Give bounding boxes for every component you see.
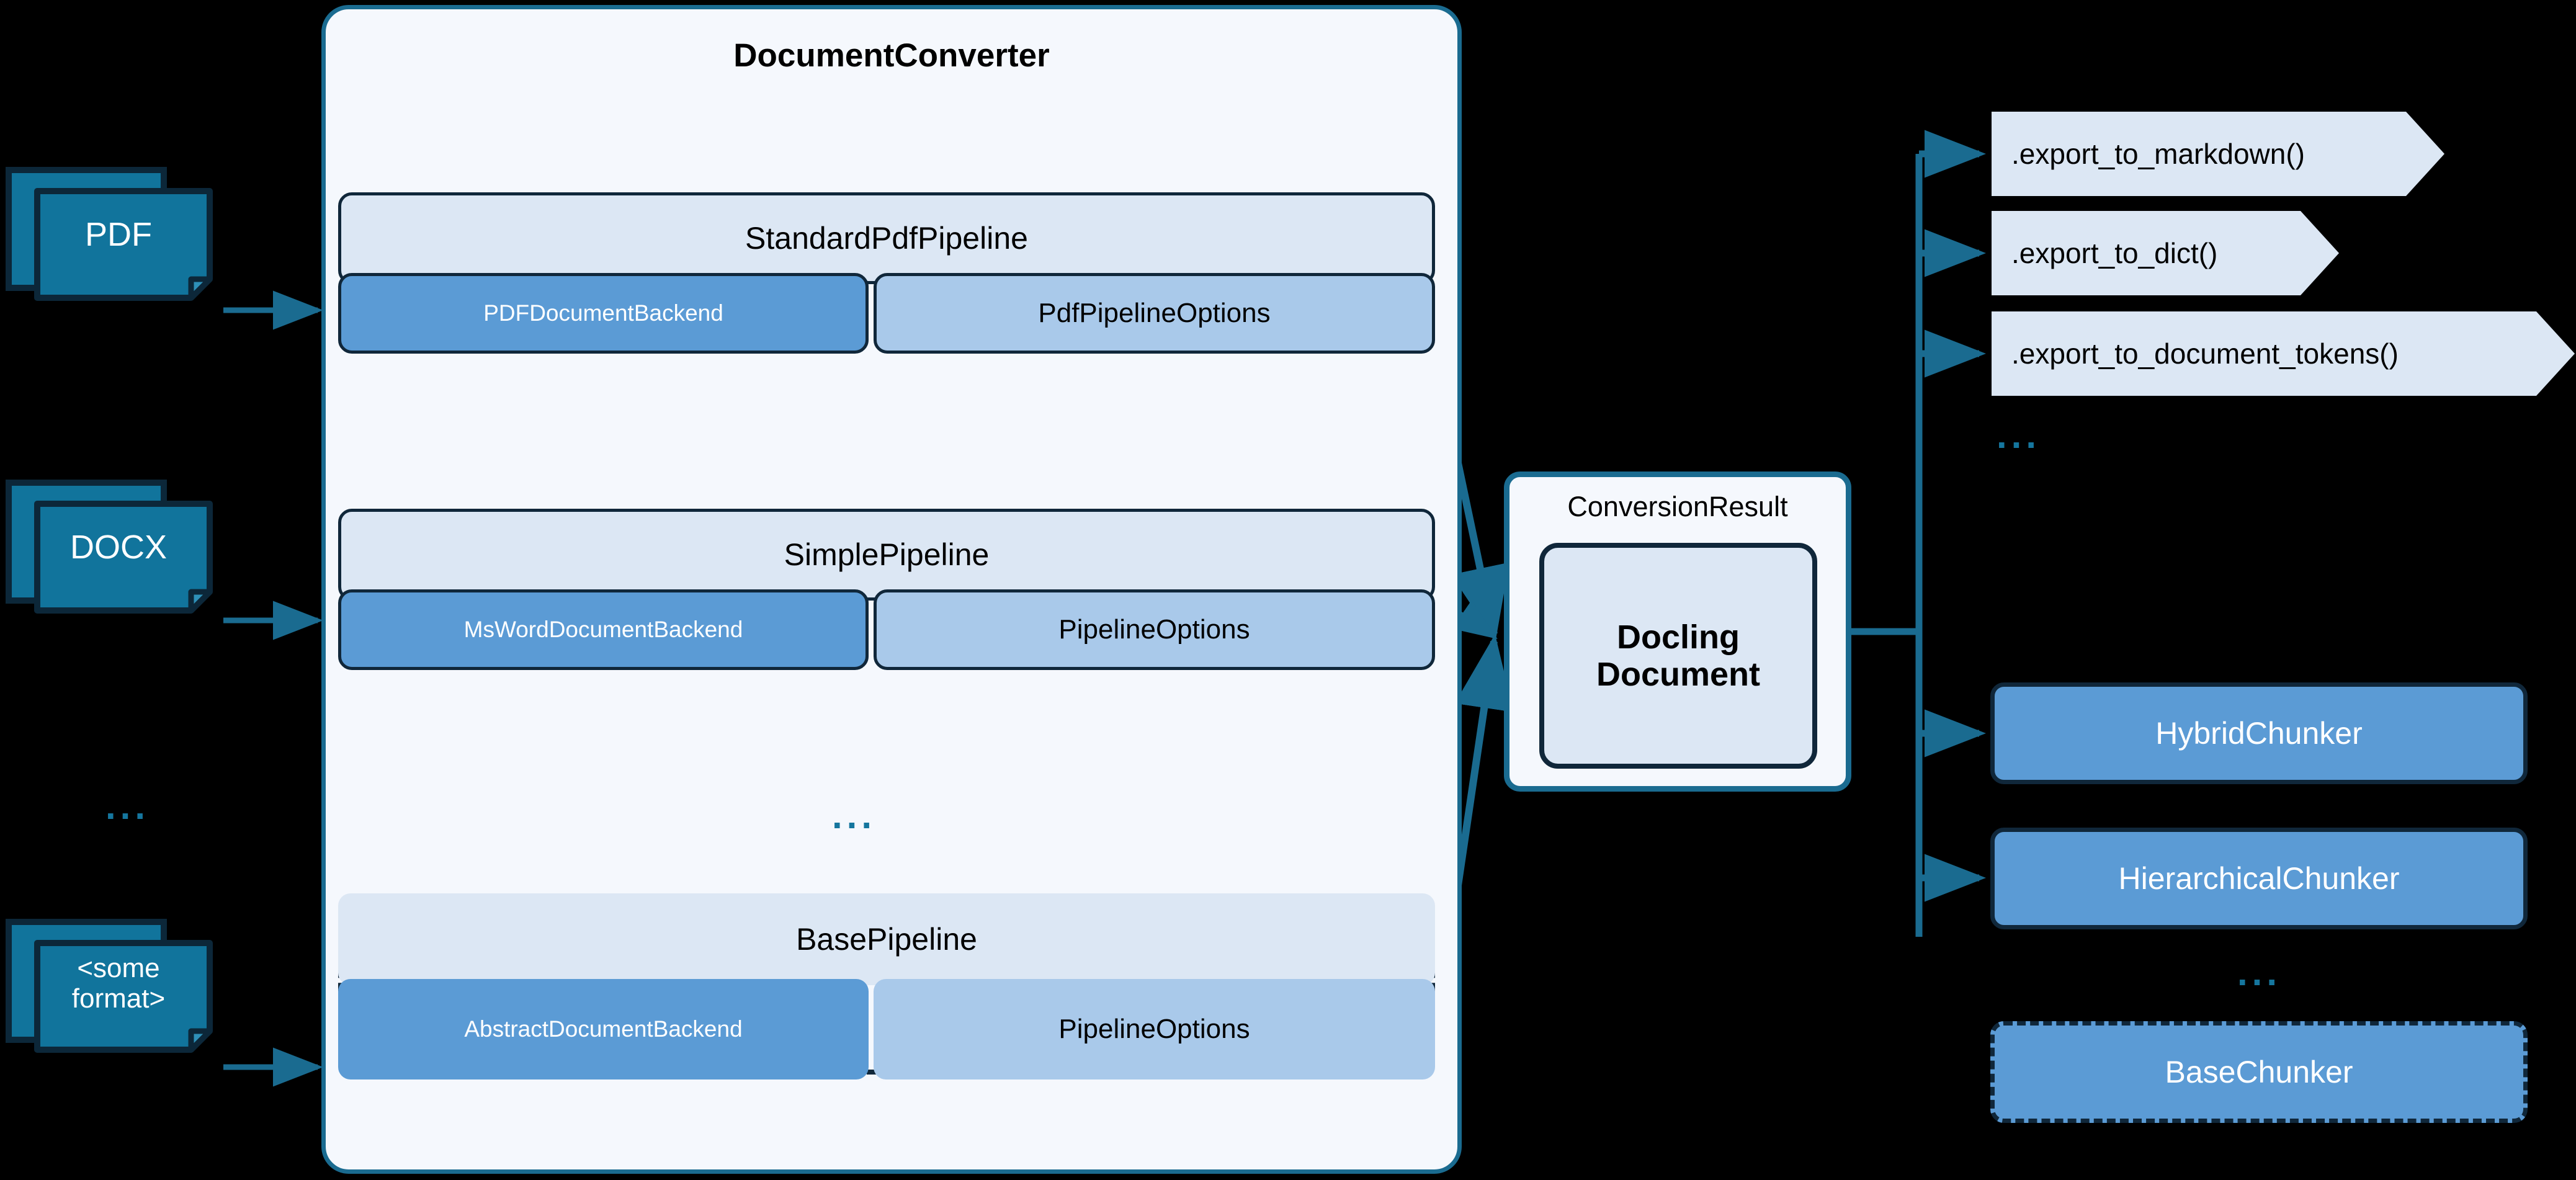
chunker-base-label: BaseChunker: [2165, 1055, 2353, 1089]
input-doc-docx[interactable]: [5, 479, 228, 622]
chunker-hybrid[interactable]: HybridChunker: [1990, 682, 2528, 784]
document-converter-title: DocumentConverter: [733, 37, 1050, 74]
pipeline-options-simplepipeline[interactable]: PipelineOptions: [874, 589, 1435, 670]
pipeline-options-standardpdfpipeline[interactable]: PdfPipelineOptions: [874, 273, 1435, 354]
pipeline-header-basepipeline[interactable]: BasePipeline: [338, 893, 1435, 985]
export-dict-chevron[interactable]: .export_to_dict(): [1992, 211, 2339, 295]
chunker-hierarchical[interactable]: HierarchicalChunker: [1990, 828, 2528, 929]
pipeline-backend-simplepipeline[interactable]: MsWordDocumentBackend: [338, 589, 869, 670]
pipeline-group-simplepipeline: SimplePipeline MsWordDocumentBackend Pip…: [338, 509, 1435, 670]
export-document-tokens-label: .export_to_document_tokens(): [2011, 337, 2399, 370]
export-dict-label: .export_to_dict(): [2011, 237, 2218, 269]
edge-result-trunk: [1851, 154, 1923, 937]
chunkers-ellipsis: ...: [2237, 952, 2282, 993]
pipeline-options-basepipeline[interactable]: PipelineOptions: [874, 979, 1435, 1079]
document-converter-container: DocumentConverter StandardPdfPipeline PD…: [321, 5, 1462, 1174]
input-doc-some-format[interactable]: [5, 918, 228, 1061]
pipeline-header-standardpdfpipeline[interactable]: StandardPdfPipeline: [338, 192, 1435, 284]
exports-ellipsis: ...: [1997, 414, 2041, 456]
pipeline-group-basepipeline: BasePipeline AbstractDocumentBackend Pip…: [338, 893, 1435, 1079]
chunker-hybrid-label: HybridChunker: [2155, 716, 2363, 751]
export-document-tokens-chevron[interactable]: .export_to_document_tokens(): [1992, 311, 2575, 396]
pipeline-header-simplepipeline[interactable]: SimplePipeline: [338, 509, 1435, 601]
chunker-base[interactable]: BaseChunker: [1990, 1021, 2528, 1123]
converter-ellipsis: ...: [832, 795, 877, 836]
inputs-ellipsis: ...: [105, 785, 150, 827]
pipeline-backend-standardpdfpipeline[interactable]: PDFDocumentBackend: [338, 273, 869, 354]
conversion-result-node: ConversionResult Docling Document: [1504, 472, 1851, 792]
docling-document-node[interactable]: Docling Document: [1539, 543, 1817, 769]
pipeline-group-standardpdfpipeline: StandardPdfPipeline PDFDocumentBackend P…: [338, 192, 1435, 354]
export-markdown-label: .export_to_markdown(): [2011, 138, 2305, 170]
conversion-result-title: ConversionResult: [1567, 491, 1788, 522]
chunker-hierarchical-label: HierarchicalChunker: [2118, 861, 2400, 896]
input-doc-pdf[interactable]: [5, 166, 228, 309]
export-markdown-chevron[interactable]: .export_to_markdown(): [1992, 112, 2444, 196]
pipeline-backend-basepipeline[interactable]: AbstractDocumentBackend: [338, 979, 869, 1079]
